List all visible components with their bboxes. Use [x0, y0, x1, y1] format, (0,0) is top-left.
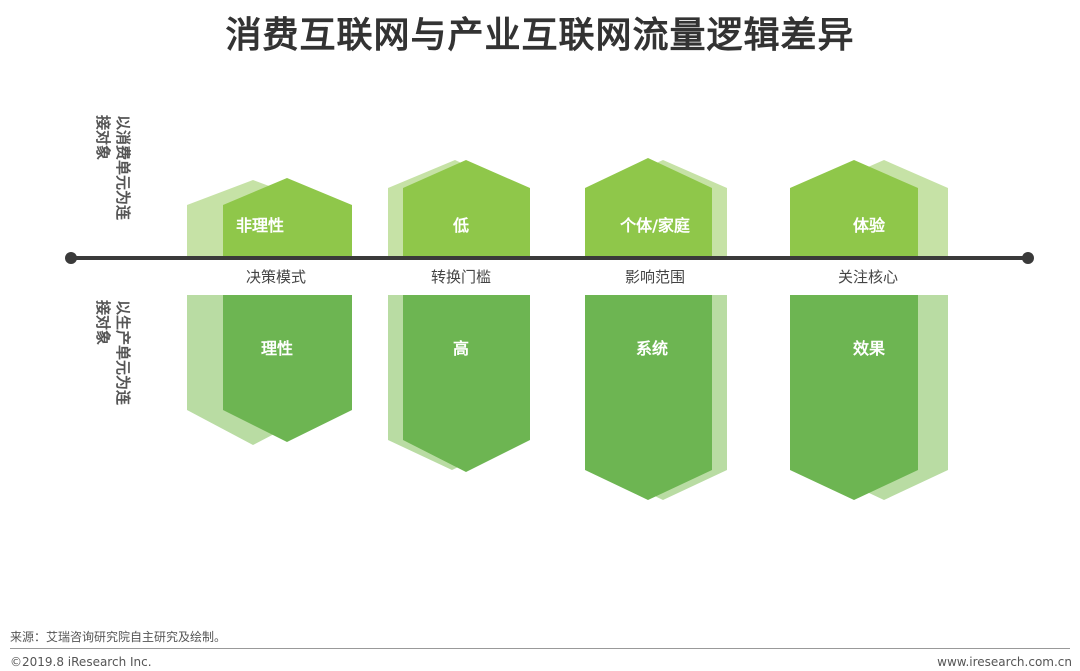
- footer-divider: [10, 648, 1070, 649]
- dimension-label: 转换门槛: [431, 268, 491, 286]
- industrial-value: 效果: [853, 339, 885, 358]
- copyright: ©2019.8 iResearch Inc.: [10, 655, 152, 669]
- dimension-label: 决策模式: [246, 268, 306, 286]
- column-influence-scope: [585, 158, 727, 500]
- top-front-shape: [790, 160, 918, 258]
- page-title: 消费互联网与产业互联网流量逻辑差异: [225, 15, 855, 56]
- industrial-value: 理性: [261, 339, 293, 358]
- industrial-value: 系统: [636, 339, 668, 358]
- industrial-value: 高: [453, 339, 469, 358]
- consumer-value: 体验: [853, 216, 886, 235]
- top-front-shape: [403, 160, 530, 258]
- axis-start-dot: [65, 252, 77, 264]
- bottom-front-shape: [790, 295, 918, 500]
- bottom-front-shape: [223, 295, 352, 442]
- bottom-front-shape: [585, 295, 712, 500]
- column-core-focus: [790, 160, 948, 500]
- dimension-label: 关注核心: [838, 268, 898, 286]
- dimension-label: 影响范围: [625, 268, 685, 286]
- top-front-shape: [223, 178, 352, 258]
- column-decision-mode: [187, 178, 352, 445]
- top-front-shape: [585, 158, 712, 258]
- website-url: www.iresearch.com.cn: [937, 655, 1072, 669]
- consumer-value: 低: [452, 216, 469, 235]
- consumer-value: 非理性: [236, 216, 284, 235]
- bottom-front-shape: [403, 295, 530, 472]
- column-switching-threshold: [388, 160, 530, 472]
- axis-end-dot: [1022, 252, 1034, 264]
- consumer-value: 个体/家庭: [619, 216, 690, 235]
- source-note: 来源：艾瑞咨询研究院自主研究及绘制。: [10, 630, 227, 644]
